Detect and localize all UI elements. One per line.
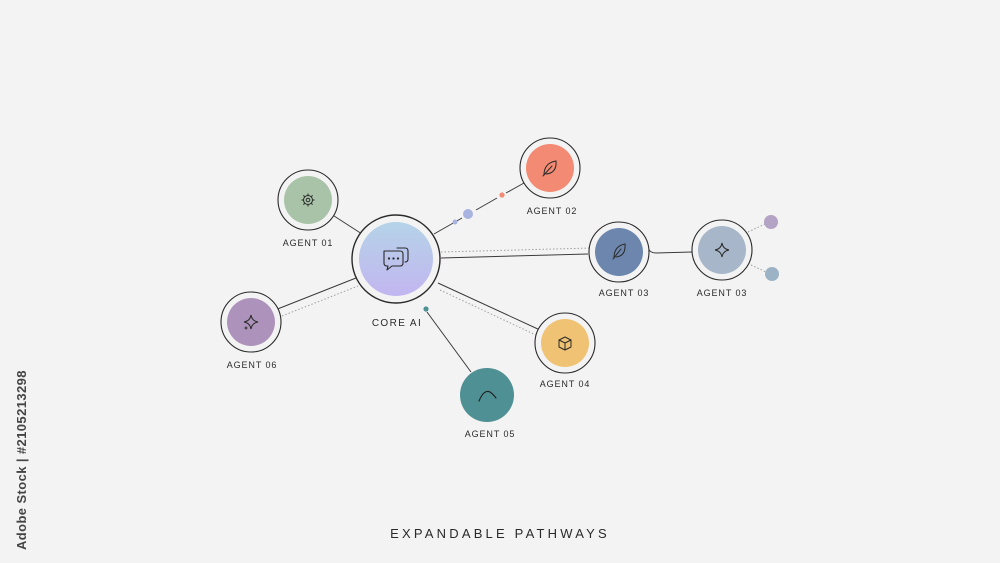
agent-label-03-secondary: AGENT 03	[696, 288, 748, 298]
agent-label-06: AGENT 06	[226, 360, 278, 370]
dot-lavender-small	[452, 219, 458, 225]
sparkle-icon	[243, 314, 259, 330]
dotted-connector-4	[747, 223, 766, 233]
agent-05-fill	[460, 368, 514, 422]
core-label: CORE AI	[371, 318, 423, 329]
dot-teal	[423, 306, 429, 312]
dotted-connector-3	[439, 289, 539, 337]
agent-06-fill	[227, 298, 275, 346]
agent-label-02: AGENT 02	[526, 206, 578, 216]
core-node[interactable]	[351, 214, 441, 304]
dotted-connector-2	[281, 285, 359, 317]
dot-purple	[764, 215, 778, 229]
connector-agent-02	[433, 217, 463, 235]
leaf-icon	[542, 160, 557, 177]
stock-watermark-text: Adobe Stock | #2105213298	[14, 370, 29, 550]
leaf-icon	[612, 243, 626, 260]
dotted-connector-1	[440, 247, 593, 253]
connector-agent-02-segment-2	[505, 182, 525, 194]
cube-icon	[558, 336, 572, 351]
agent-label-04: AGENT 04	[539, 379, 591, 389]
connector-agent-02-segment	[475, 197, 498, 211]
connector-agent-01	[330, 213, 363, 235]
connector-agent-03-secondary	[646, 243, 693, 254]
agent-01-fill	[284, 176, 332, 224]
agent-03-secondary-fill	[698, 226, 746, 274]
connector-agent-06	[274, 277, 357, 311]
agent-node-03[interactable]	[588, 221, 650, 283]
agent-node-06[interactable]	[220, 291, 282, 353]
agent-label-01: AGENT 01	[282, 238, 334, 248]
agent-label-05: AGENT 05	[464, 429, 516, 439]
dot-bluegray	[765, 267, 779, 281]
chat-bubbles-icon	[383, 247, 409, 271]
wave-icon	[478, 390, 497, 402]
footer-title: EXPANDABLE PATHWAYS	[390, 526, 610, 541]
sparkle-icon	[714, 242, 730, 258]
core-fill	[359, 222, 433, 296]
agent-node-02[interactable]	[519, 137, 581, 199]
agent-label-03: AGENT 03	[598, 288, 650, 298]
agent-node-04[interactable]	[534, 312, 596, 374]
dot-coral	[499, 192, 505, 198]
agent-node-01[interactable]	[277, 169, 339, 231]
connector-agent-04	[437, 282, 541, 331]
gear-icon	[301, 193, 315, 207]
connector-agent-03	[440, 253, 589, 259]
dot-lavender	[463, 209, 473, 219]
connector-agent-05	[426, 311, 472, 373]
agent-node-05[interactable]	[460, 368, 514, 422]
agent-node-03-secondary[interactable]	[691, 219, 753, 281]
